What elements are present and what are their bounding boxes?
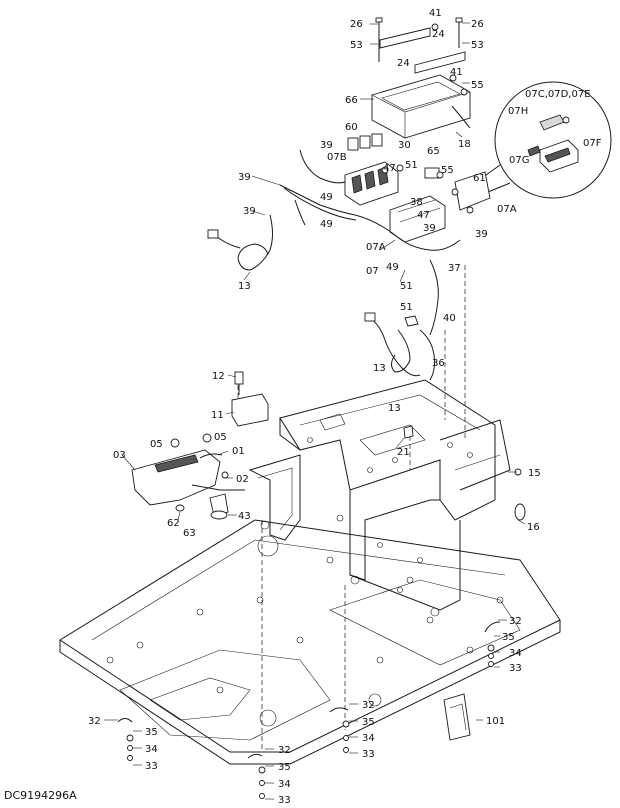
callout-49: 49 [386,262,399,273]
callout-35: 35 [502,632,515,643]
wire-harness [207,149,461,381]
callout-07b: 07B [327,152,347,163]
callout-13: 13 [388,403,401,414]
callout-38: 38 [410,197,423,208]
callout-36: 36 [432,358,445,369]
callout-07c-07d-07e: 07C,07D,07E [525,89,591,100]
alignment-lines [237,265,466,750]
callout-07f: 07F [583,138,602,149]
callout-65: 65 [427,146,440,157]
callout-32: 32 [88,716,101,727]
callout-35: 35 [145,727,158,738]
callout-13: 13 [238,281,251,292]
callout-33: 33 [362,749,375,760]
callout-07a: 07A [366,242,386,253]
callout-34: 34 [509,648,522,659]
controller-assembly [371,17,471,139]
right-small-parts [443,468,526,741]
callout-51: 51 [400,302,413,313]
callout-30: 30 [398,140,411,151]
callout-60: 60 [345,122,358,133]
callout-63: 63 [183,528,196,539]
callout-55: 55 [471,80,484,91]
callout-53: 53 [471,40,484,51]
callout-02: 02 [236,474,249,485]
callout-51: 51 [405,160,418,171]
callout-03: 03 [113,450,126,461]
callout-39: 39 [320,140,333,151]
callout-12: 12 [212,371,225,382]
callout-07h: 07H [508,106,528,117]
callout-47: 47 [383,163,396,174]
callout-33: 33 [278,795,291,806]
callout-35: 35 [362,717,375,728]
callout-39: 39 [243,206,256,217]
callout-49: 49 [320,219,333,230]
callout-39: 39 [423,223,436,234]
callout-34: 34 [362,733,375,744]
callout-labels: 26 41 26 53 24 53 24 41 55 66 18 07C,07D… [88,8,602,806]
callout-37: 37 [448,263,461,274]
callout-01: 01 [232,446,245,457]
callout-41: 41 [450,67,463,78]
callout-18: 18 [458,139,471,150]
callout-24: 24 [397,58,410,69]
callout-62: 62 [167,518,180,529]
callout-35: 35 [278,762,291,773]
callout-07a: 07A [497,204,517,215]
callout-16: 16 [527,522,540,533]
callout-49: 49 [320,192,333,203]
callout-07: 07 [366,266,379,277]
callout-39: 39 [238,172,251,183]
callout-13: 13 [373,363,386,374]
callout-11: 11 [211,410,224,421]
callout-34: 34 [278,779,291,790]
callout-101: 101 [486,716,505,727]
callout-41: 41 [429,8,442,19]
callout-05: 05 [214,432,227,443]
callout-32: 32 [362,700,375,711]
callout-51: 51 [400,281,413,292]
callout-33: 33 [509,663,522,674]
callout-26: 26 [350,19,363,30]
callout-66: 66 [345,95,358,106]
callout-61: 61 [473,173,486,184]
callout-43: 43 [238,511,251,522]
mounting-straps [117,621,501,799]
callout-05: 05 [150,439,163,450]
callout-32: 32 [278,745,291,756]
drawing-code: DC9194296A [4,789,77,802]
callout-47: 47 [417,210,430,221]
callout-33: 33 [145,761,158,772]
callout-53: 53 [350,40,363,51]
callout-39: 39 [475,229,488,240]
callout-40: 40 [443,313,456,324]
left-small-parts [131,371,414,520]
leader-lines [104,22,526,800]
callout-55: 55 [441,165,454,176]
cab-frame [248,379,511,617]
callout-34: 34 [145,744,158,755]
callout-24: 24 [432,29,445,40]
callout-26: 26 [471,19,484,30]
callout-07g: 07G [509,155,529,166]
callout-32: 32 [509,616,522,627]
callout-15: 15 [528,468,541,479]
callout-21: 21 [397,447,410,458]
relay-fuse-block [344,133,491,243]
connector-detail-inset [481,81,612,199]
floor-plate [59,519,561,765]
